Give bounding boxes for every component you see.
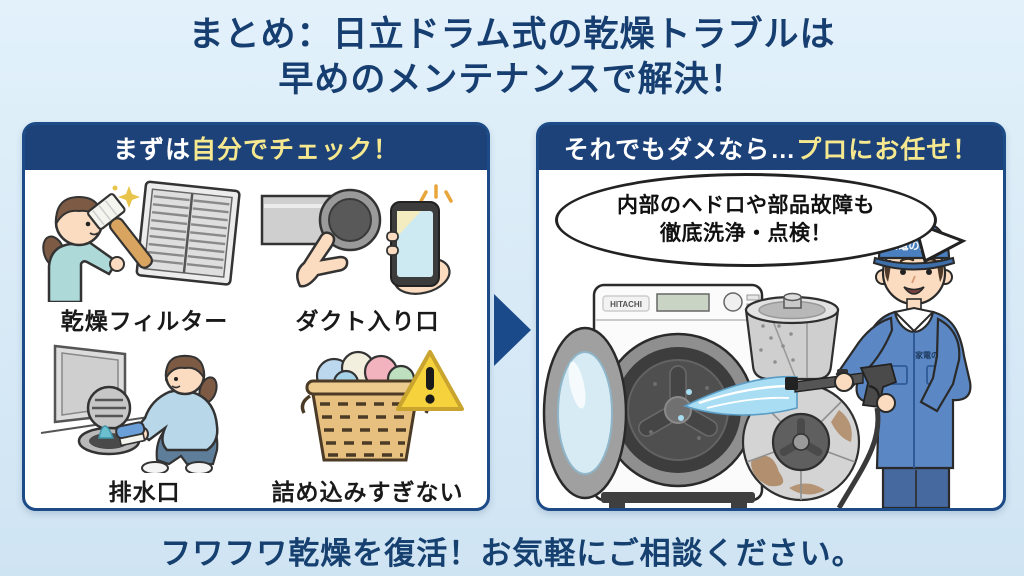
page-title-line1: まとめ：日立ドラム式の乾燥トラブルは [188,15,836,54]
check-item-overload: 詰め込みすぎない [256,338,479,509]
check-item-label: 詰め込みすぎない [271,479,464,505]
woman-figure [42,195,125,302]
duct-check-illustration [260,184,453,295]
page-title-line2: 早めのメンテナンスで解決！ [278,59,746,99]
check-item-filter: 乾燥フィルター [33,174,256,338]
removed-drum-part [744,292,840,381]
flash-lines [419,184,453,203]
water-spray [678,375,798,421]
hitachi-logo-text: HITACHI [610,300,642,309]
speech-bubble-line1: 内部のヘドロや部品故障も [617,193,875,217]
check-item-label: 排水口 [108,479,181,505]
pro-cleaning-scene-illustration: HITACHI [542,218,972,508]
shirt [133,389,219,452]
drain-lid [86,385,132,431]
laundry-basket [300,379,430,462]
warning-icon [396,350,464,411]
filter-grid [135,180,241,286]
cleaning-brush [87,193,153,269]
page-title: まとめ：日立ドラム式の乾燥トラブルは 早めのメンテナンスで解決！ [0,13,1024,103]
left-hand [834,372,854,392]
pointing-hand [296,231,349,288]
check-item-drain: 排水口 [33,338,256,509]
speech-bubble-line2: 徹底洗浄・点検！ [660,222,832,245]
pro-header-normal: それでもダメなら… [563,135,797,164]
technician-chest-text: 家電の達人 [915,350,956,360]
smartphone [386,201,440,287]
hose [836,407,881,508]
self-check-panel-header: まずは自分でチェック！ [25,125,487,170]
self-check-panel: まずは自分でチェック！ [22,122,490,511]
footer-text: フワフワ乾燥を復活！お気軽にご相談ください。 [160,536,864,571]
check-item-label: ダクト入り口 [295,308,440,334]
self-check-header-highlight: 自分でチェック！ [191,135,400,164]
arrow-right-icon [494,294,531,366]
washing-machine-illustration: HITACHI [542,283,764,508]
laundry-basket-warning-illustration [300,350,464,462]
drain-cleaning-illustration [40,344,219,473]
speech-bubble: 内部のヘドロや部品故障も 徹底洗浄・点検！ [555,173,937,267]
pro-header-highlight: プロにお任せ！ [796,135,979,164]
self-check-header-normal: まずは [112,135,191,164]
self-check-grid: 乾燥フィルター [25,170,487,508]
right-hand [876,393,896,413]
check-item-duct: ダクト入り口 [256,174,479,338]
pressure-washer-gun [785,363,898,508]
scrub-brush [115,421,146,447]
pro-service-panel: それでもダメなら…プロにお任せ！ 内部のヘドロや部品故障も 徹底洗浄・点検！ H… [536,122,1006,511]
filter-cleaning-illustration [42,180,241,302]
sparkle-icon [118,186,140,208]
right-arm [919,317,961,413]
pro-service-panel-header: それでもダメなら…プロにお任せ！ [539,125,1003,170]
crouching-woman-figure [115,354,219,473]
check-item-label: 乾燥フィルター [60,308,229,334]
